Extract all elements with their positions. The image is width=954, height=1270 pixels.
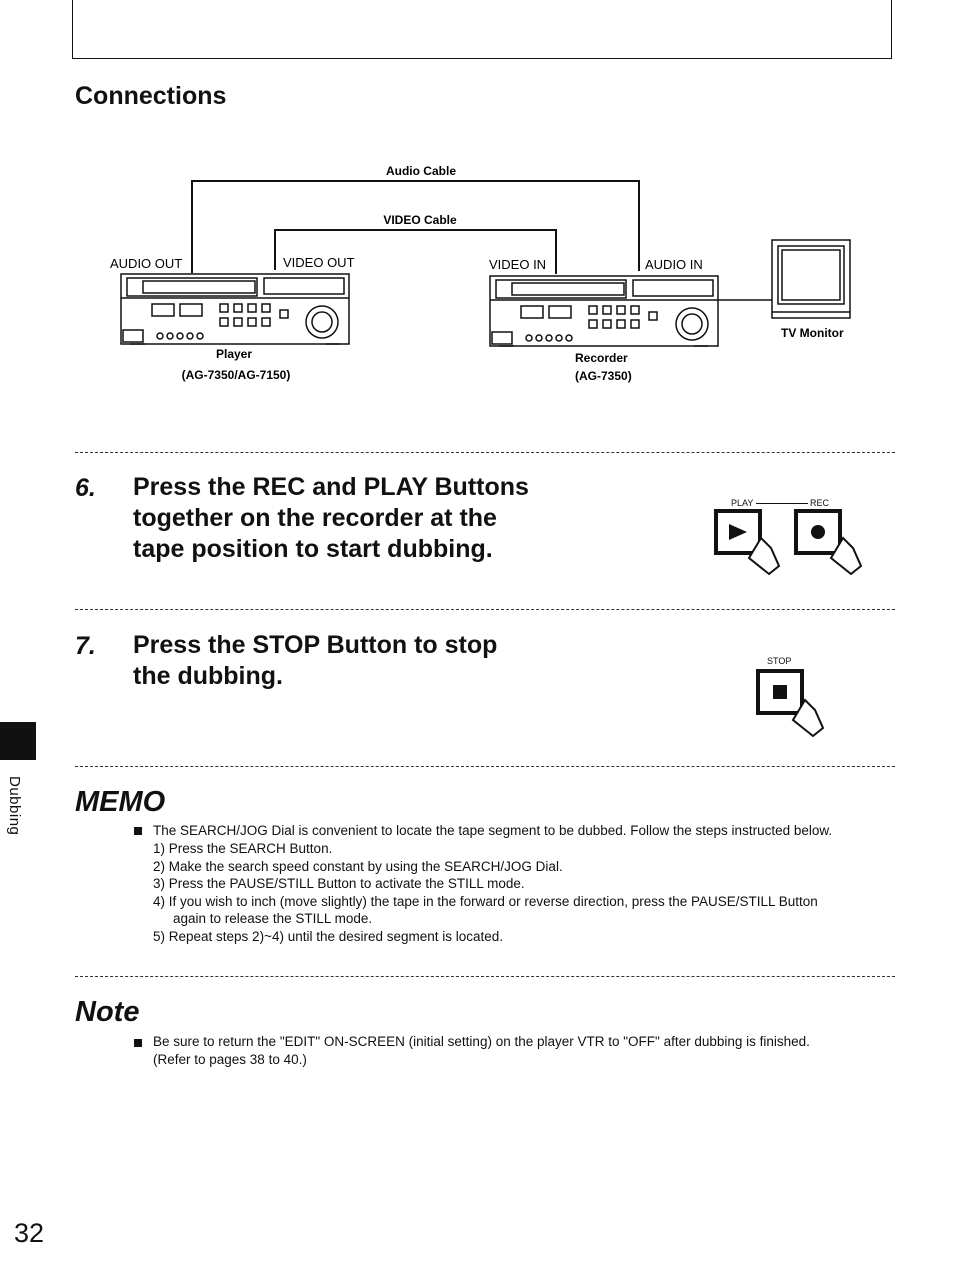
side-tab-label: Dubbing xyxy=(6,776,23,836)
play-rec-connector xyxy=(756,503,808,504)
step-6-line: together on the recorder at the xyxy=(133,504,497,532)
separator xyxy=(75,766,895,767)
rec-button-icon xyxy=(794,509,863,576)
step-7-text: Press the STOP Button to stop the dubbin… xyxy=(133,630,497,692)
memo-item: 1) Press the SEARCH Button. xyxy=(153,841,333,856)
player-vtr xyxy=(120,273,350,345)
player-model: (AG-7350/AG-7150) xyxy=(182,368,291,382)
note-line-1: Be sure to return the "EDIT" ON-SCREEN (… xyxy=(153,1034,810,1049)
step-7-line: Press the STOP Button to stop xyxy=(133,631,498,659)
step-6-number: 6. xyxy=(75,474,96,502)
video-cable-label: VIDEO Cable xyxy=(383,213,457,227)
connection-diagram: Audio Cable VIDEO Cable AUDIO OUT VIDEO … xyxy=(110,164,851,383)
tv-monitor-label: TV Monitor xyxy=(781,326,844,340)
memo-item: 2) Make the search speed constant by usi… xyxy=(153,858,563,874)
recorder-label: Recorder xyxy=(575,351,628,365)
memo-item: 4) If you wish to inch (move slightly) t… xyxy=(153,893,818,909)
video-out-label: VIDEO OUT xyxy=(283,255,355,270)
audio-cable-line xyxy=(191,180,640,273)
play-button-icon xyxy=(714,509,781,576)
memo-item: 5) Repeat steps 2)~4) until the desired … xyxy=(153,928,504,944)
memo-intro: The SEARCH/JOG Dial is convenient to loc… xyxy=(153,823,833,838)
header-box xyxy=(72,0,892,59)
recorder-vtr xyxy=(489,275,719,347)
audio-in-label: AUDIO IN xyxy=(645,257,703,272)
stop-label: STOP xyxy=(767,656,792,666)
note-bullet xyxy=(134,1039,142,1047)
step-7-number: 7. xyxy=(75,632,96,660)
audio-out-label: AUDIO OUT xyxy=(110,256,182,271)
separator xyxy=(75,452,895,453)
tv-monitor xyxy=(771,239,851,319)
separator xyxy=(75,609,895,610)
side-tab-marker xyxy=(0,722,36,760)
play-label: PLAY xyxy=(731,498,754,508)
memo-item: 3) Press the PAUSE/STILL Button to activ… xyxy=(153,876,525,891)
audio-cable-label: Audio Cable xyxy=(386,164,456,178)
step-6-line: Press the REC and PLAY Buttons xyxy=(133,473,529,501)
note-line-2: (Refer to pages 38 to 40.) xyxy=(153,1052,307,1067)
video-cable-line xyxy=(274,229,557,274)
note-title: Note xyxy=(75,996,140,1028)
step-6-line: tape position to start dubbing. xyxy=(133,535,493,563)
memo-item: again to release the STILL mode. xyxy=(173,911,373,926)
player-label: Player xyxy=(216,347,252,361)
memo-bullet xyxy=(134,827,142,835)
page-number: 32 xyxy=(14,1218,45,1248)
step-6-text: Press the REC and PLAY Buttons together … xyxy=(133,472,529,565)
memo-title: MEMO xyxy=(75,786,166,818)
rec-label: REC xyxy=(810,498,830,508)
memo-list: 1) Press the SEARCH Button. 2) Make the … xyxy=(153,840,893,945)
separator xyxy=(75,976,895,977)
stop-button-icon xyxy=(756,669,825,738)
section-title: Connections xyxy=(75,82,227,110)
recorder-model: (AG-7350) xyxy=(575,369,632,383)
step-7-line: the dubbing. xyxy=(133,662,283,690)
video-in-label: VIDEO IN xyxy=(489,257,546,272)
